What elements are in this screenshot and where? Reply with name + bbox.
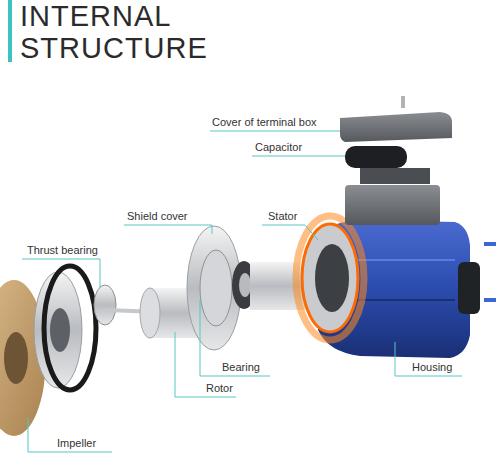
thrust-bearing (34, 266, 116, 390)
screw (401, 96, 405, 108)
terminal-box (340, 96, 452, 225)
leader-line (395, 342, 462, 376)
terminal-box-base (345, 185, 440, 225)
housing-fan-cap (458, 262, 480, 314)
impeller-hub (4, 332, 28, 384)
part-label: Cover of terminal box (212, 116, 317, 129)
o-ring (44, 266, 96, 390)
part-label: Rotor (206, 382, 233, 395)
leader-line (22, 259, 100, 288)
thrust-bearing-disc (34, 272, 82, 388)
leader-line (262, 225, 318, 240)
leader-line (200, 300, 270, 376)
title: INTERNAL STRUCTURE (20, 0, 245, 64)
part-label: Bearing (222, 361, 260, 374)
terminal-block (360, 168, 430, 184)
title-bar (8, 0, 12, 62)
leader-line (28, 418, 112, 452)
part-label: Impeller (57, 437, 96, 450)
part-label: Shield cover (127, 210, 188, 223)
screws (484, 242, 496, 302)
capacitor-body (345, 146, 407, 168)
leader-lines (22, 131, 462, 452)
stator-glow (296, 216, 364, 340)
part-label: Thrust bearing (27, 244, 98, 257)
part-label: Capacitor (255, 141, 302, 154)
rotor-end (140, 288, 160, 338)
stator-bore (315, 244, 349, 312)
terminal-box-cover (340, 112, 452, 142)
leader-line (210, 131, 340, 132)
part-label: Stator (268, 210, 297, 223)
shield-cover (187, 226, 305, 350)
leader-line (124, 225, 212, 234)
bearing-race (239, 273, 251, 297)
leader-line (252, 156, 345, 157)
screw (484, 298, 496, 302)
stator-ring (302, 224, 358, 332)
thrust-bearing-hole (50, 308, 70, 352)
small-bearing (94, 285, 116, 325)
shield-cover-ring (200, 250, 232, 326)
stator (296, 216, 364, 340)
screw (484, 242, 496, 246)
part-label: Housing (412, 361, 452, 374)
